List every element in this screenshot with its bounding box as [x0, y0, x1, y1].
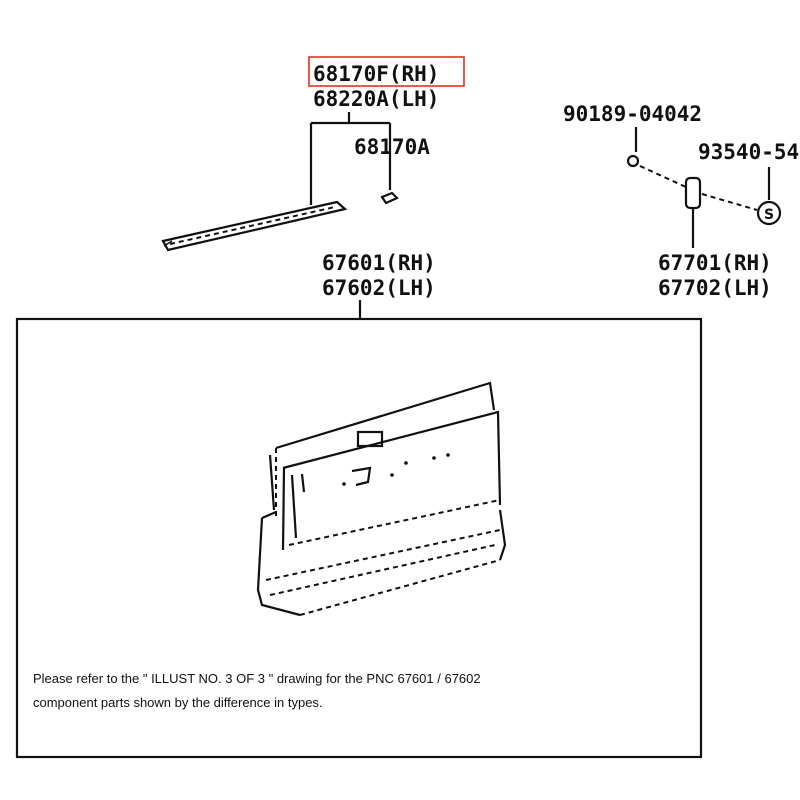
note-line-1: Please refer to the " ILLUST NO. 3 OF 3 … [33, 671, 481, 686]
label-90189[interactable]: 90189-04042 [563, 102, 702, 126]
hook-67701-part [684, 176, 758, 248]
snap-93540-part: S [756, 167, 782, 226]
leader-68170F-bracket [309, 112, 392, 205]
note-line-2: component parts shown by the difference … [33, 695, 323, 710]
label-68170F[interactable]: 68170F(RH) [313, 62, 439, 86]
label-93540[interactable]: 93540-54 [698, 140, 799, 164]
door-handle-pocket [356, 430, 384, 448]
svg-text:S: S [764, 207, 774, 223]
label-68220A[interactable]: 68220A(LH) [313, 87, 439, 111]
door-trim-board-illustration [256, 381, 507, 617]
rivet-90189-part [626, 127, 689, 189]
clip-68170A-part [380, 191, 399, 205]
selected-part-highlight[interactable] [308, 56, 465, 87]
label-67701[interactable]: 67701(RH) [658, 251, 772, 275]
door-trim-panel-box [15, 317, 703, 759]
label-68170A[interactable]: 68170A [354, 135, 430, 159]
label-67602[interactable]: 67602(LH) [322, 276, 436, 300]
belt-moulding-part [161, 200, 348, 252]
label-67601[interactable]: 67601(RH) [322, 251, 436, 275]
label-67702[interactable]: 67702(LH) [658, 276, 772, 300]
